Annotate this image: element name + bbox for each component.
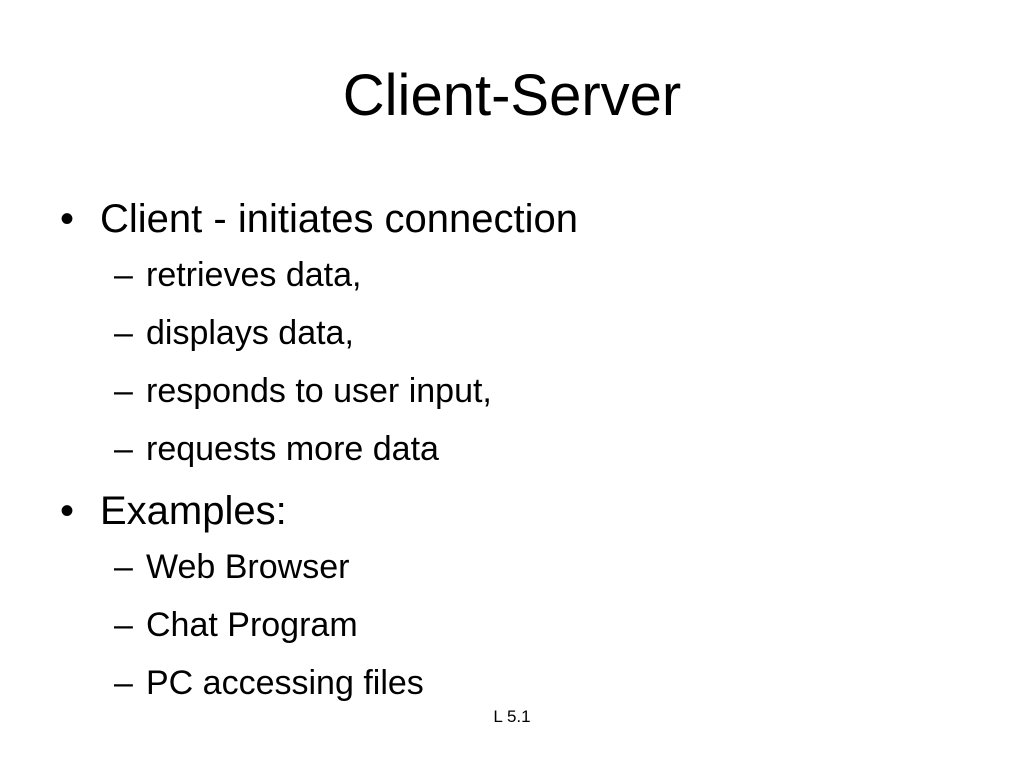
sub-bullet-text: Chat Program — [146, 606, 358, 644]
sub-bullet-item: – displays data, — [58, 304, 978, 362]
sub-bullet-item: – PC accessing files — [58, 654, 978, 712]
sub-bullet-item: – Chat Program — [58, 596, 978, 654]
bullet-dot-icon: • — [60, 489, 75, 533]
bullet-text: Examples: — [100, 489, 287, 533]
sub-bullet-text: responds to user input, — [146, 372, 492, 410]
sub-bullet-list: – Web Browser – Chat Program – PC access… — [58, 538, 978, 712]
bullet-item: • Examples: — [58, 484, 978, 538]
dash-icon: – — [114, 256, 133, 294]
bullet-text: Client - initiates connection — [100, 197, 579, 241]
sub-bullet-item: – requests more data — [58, 420, 978, 478]
sub-bullet-list: – retrieves data, – displays data, – res… — [58, 246, 978, 478]
bullet-dot-icon: • — [60, 197, 75, 241]
dash-icon: – — [114, 372, 133, 410]
sub-bullet-text: requests more data — [146, 430, 439, 468]
slide-footer: L 5.1 — [493, 707, 531, 726]
dash-icon: – — [114, 314, 133, 352]
sub-bullet-text: retrieves data, — [146, 256, 362, 294]
sub-bullet-item: – retrieves data, — [58, 246, 978, 304]
slide-title: Client-Server — [342, 63, 682, 128]
sub-bullet-item: – Web Browser — [58, 538, 978, 596]
sub-bullet-text: Web Browser — [146, 548, 350, 586]
bullet-item: • Client - initiates connection — [58, 192, 978, 246]
sub-bullet-text: displays data, — [146, 314, 354, 352]
dash-icon: – — [114, 606, 133, 644]
sub-bullet-text: PC accessing files — [146, 664, 424, 702]
dash-icon: – — [114, 430, 133, 468]
dash-icon: – — [114, 664, 133, 702]
slide-content: • Client - initiates connection – retrie… — [58, 186, 978, 712]
dash-icon: – — [114, 548, 133, 586]
sub-bullet-item: – responds to user input, — [58, 362, 978, 420]
